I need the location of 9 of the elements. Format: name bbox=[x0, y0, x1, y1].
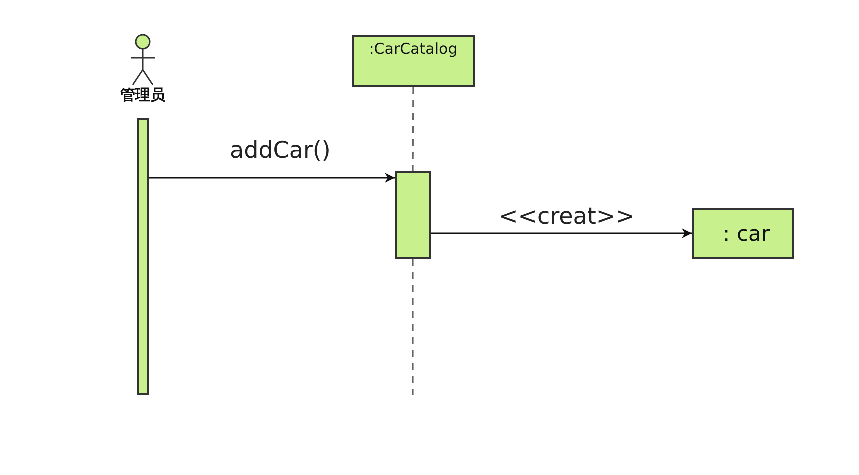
actor-name: 管理员 bbox=[120, 88, 166, 103]
message-arrow bbox=[431, 228, 692, 238]
object-box: :CarCatalog bbox=[352, 35, 475, 87]
lifeline bbox=[412, 259, 414, 395]
lifeline bbox=[412, 87, 414, 171]
activation-bar bbox=[395, 171, 431, 259]
activation-bar bbox=[137, 118, 149, 395]
object-box: ：car bbox=[692, 208, 794, 259]
message-arrow bbox=[149, 173, 395, 183]
